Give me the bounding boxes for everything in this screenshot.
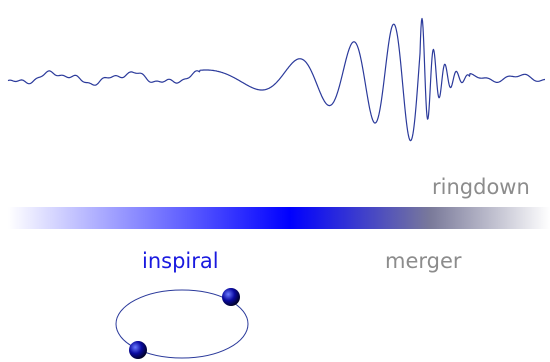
orbiting-body	[129, 341, 147, 359]
orbiting-body	[222, 288, 240, 306]
waveform-curve	[7, 17, 546, 142]
phase-gradient-bar	[8, 207, 550, 229]
inspiral-label: inspiral	[142, 249, 219, 273]
orbit-ellipse	[115, 289, 249, 359]
binary-orbit-icon	[115, 288, 249, 359]
merger-label: merger	[385, 249, 462, 273]
ringdown-label: ringdown	[432, 175, 530, 199]
